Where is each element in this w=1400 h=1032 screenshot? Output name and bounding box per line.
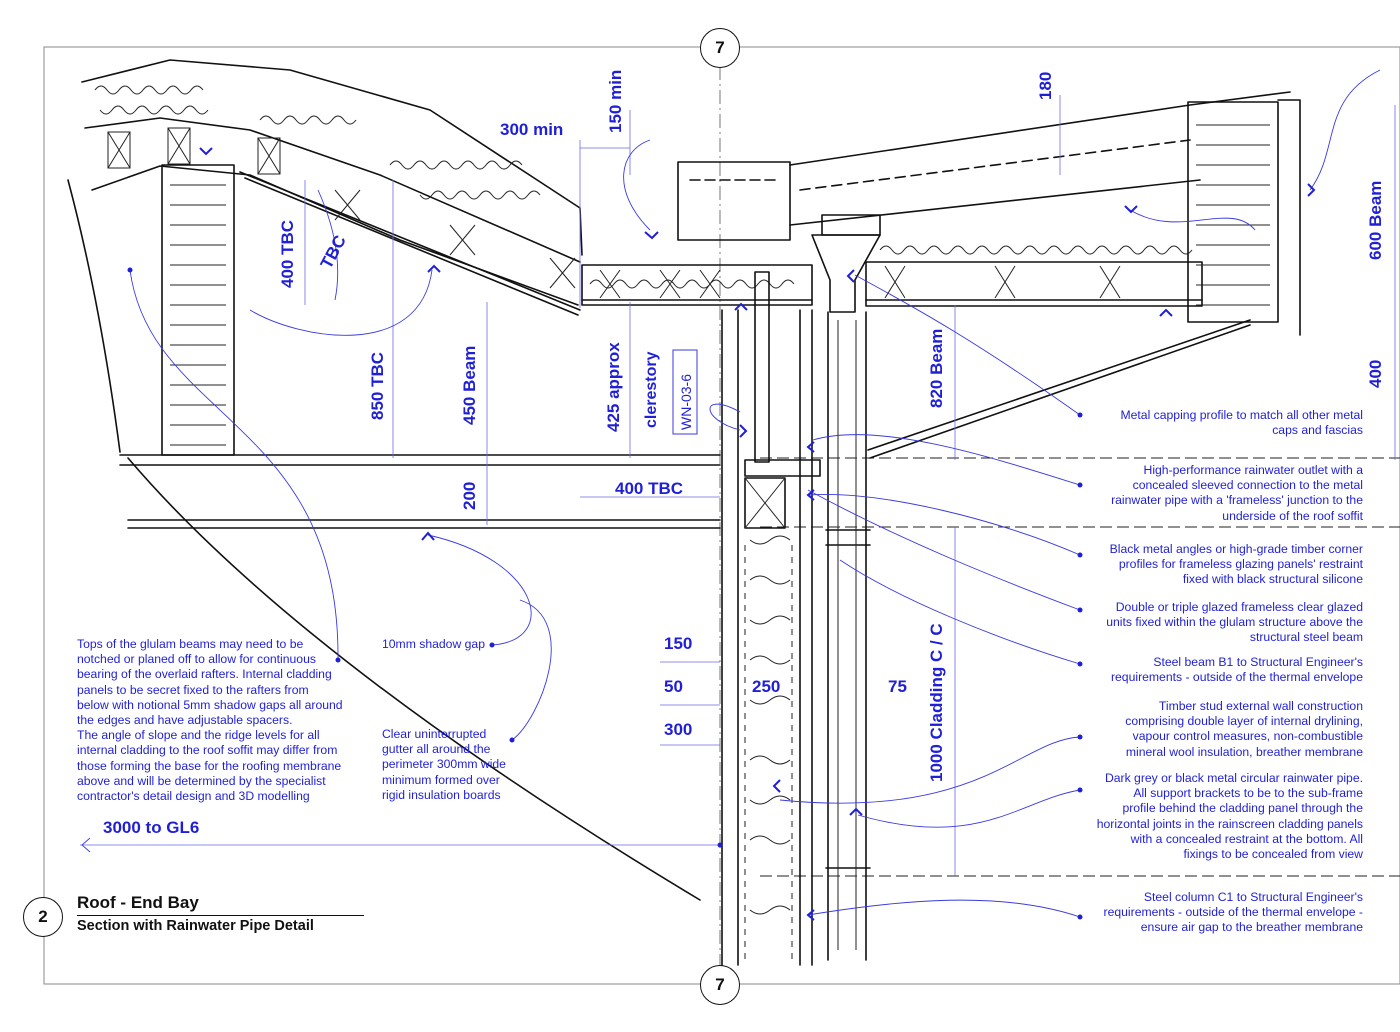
glulam-beam bbox=[119, 454, 721, 529]
rainwater-pipe bbox=[811, 214, 881, 961]
note-gutter: Clear uninterrupted gutter all around th… bbox=[382, 727, 506, 802]
window-ref-box bbox=[672, 349, 698, 435]
dim-400: 400 bbox=[1366, 360, 1385, 388]
dim-3000-to-gl6: 3000 to GL6 bbox=[103, 818, 199, 837]
dim-75: 75 bbox=[888, 677, 907, 696]
dim-clerestory: clerestory bbox=[643, 351, 660, 428]
detail-title: Roof - End Bay bbox=[77, 893, 199, 912]
grid-bubble-top: 7 bbox=[700, 28, 740, 68]
note-angles: Black metal angles or high-grade timber … bbox=[1109, 542, 1363, 587]
dim-200: 200 bbox=[460, 482, 479, 510]
note-capping: Metal capping profile to match all other… bbox=[1120, 408, 1363, 438]
dim-450-beam: 450 Beam bbox=[460, 346, 479, 425]
dim-425-approx: 425 approx bbox=[604, 342, 623, 432]
window-ref: WN-03-6 bbox=[678, 374, 694, 430]
dim-850-tbc: 850 TBC bbox=[368, 352, 387, 420]
dim-50: 50 bbox=[664, 677, 683, 696]
right-roof bbox=[789, 91, 1301, 459]
grid-bubble-bottom: 7 bbox=[700, 965, 740, 1005]
note-outlet: High-performance rainwater outlet with a… bbox=[1111, 463, 1363, 523]
dim-600-beam: 600 Beam bbox=[1366, 181, 1385, 260]
flat-roof bbox=[581, 161, 813, 306]
dim-300-min: 300 min bbox=[500, 120, 563, 139]
dim-400-tbc-vertical: 400 TBC bbox=[278, 220, 297, 288]
dimension-lines bbox=[80, 95, 1396, 876]
note-glazing: Double or triple glazed frameless clear … bbox=[1106, 600, 1363, 645]
dim-250: 250 bbox=[752, 677, 780, 696]
title-underline bbox=[77, 915, 364, 916]
dim-300: 300 bbox=[664, 720, 692, 739]
dim-tbc: TBC bbox=[317, 232, 350, 272]
leader-arrows bbox=[199, 147, 1316, 921]
note-shadow-gap: 10mm shadow gap bbox=[382, 637, 485, 651]
dim-180: 180 bbox=[1036, 72, 1055, 100]
note-steel-beam: Steel beam B1 to Structural Engineer's r… bbox=[1110, 655, 1363, 685]
leader-lines bbox=[129, 69, 1381, 918]
note-glulam: Tops of the glulam beams may need to be … bbox=[77, 637, 343, 804]
detail-number: 2 bbox=[23, 897, 63, 937]
detail-subtitle: Section with Rainwater Pipe Detail bbox=[77, 918, 314, 934]
timber-wall bbox=[721, 271, 821, 966]
note-rainwater-pipe: Dark grey or black metal circular rainwa… bbox=[1096, 771, 1363, 862]
dim-150: 150 bbox=[664, 634, 692, 653]
leader-dots bbox=[127, 267, 1083, 920]
note-steel-column: Steel column C1 to Structural Engineer's… bbox=[1103, 890, 1363, 935]
dim-150-min: 150 min bbox=[606, 70, 625, 133]
dim-1000-cladding: 1000 Cladding C / C bbox=[927, 623, 946, 782]
note-timber-stud: Timber stud external wall construction c… bbox=[1125, 699, 1363, 759]
dim-400-tbc-horizontal: 400 TBC bbox=[615, 479, 683, 498]
dim-820-beam: 820 Beam bbox=[927, 329, 946, 408]
